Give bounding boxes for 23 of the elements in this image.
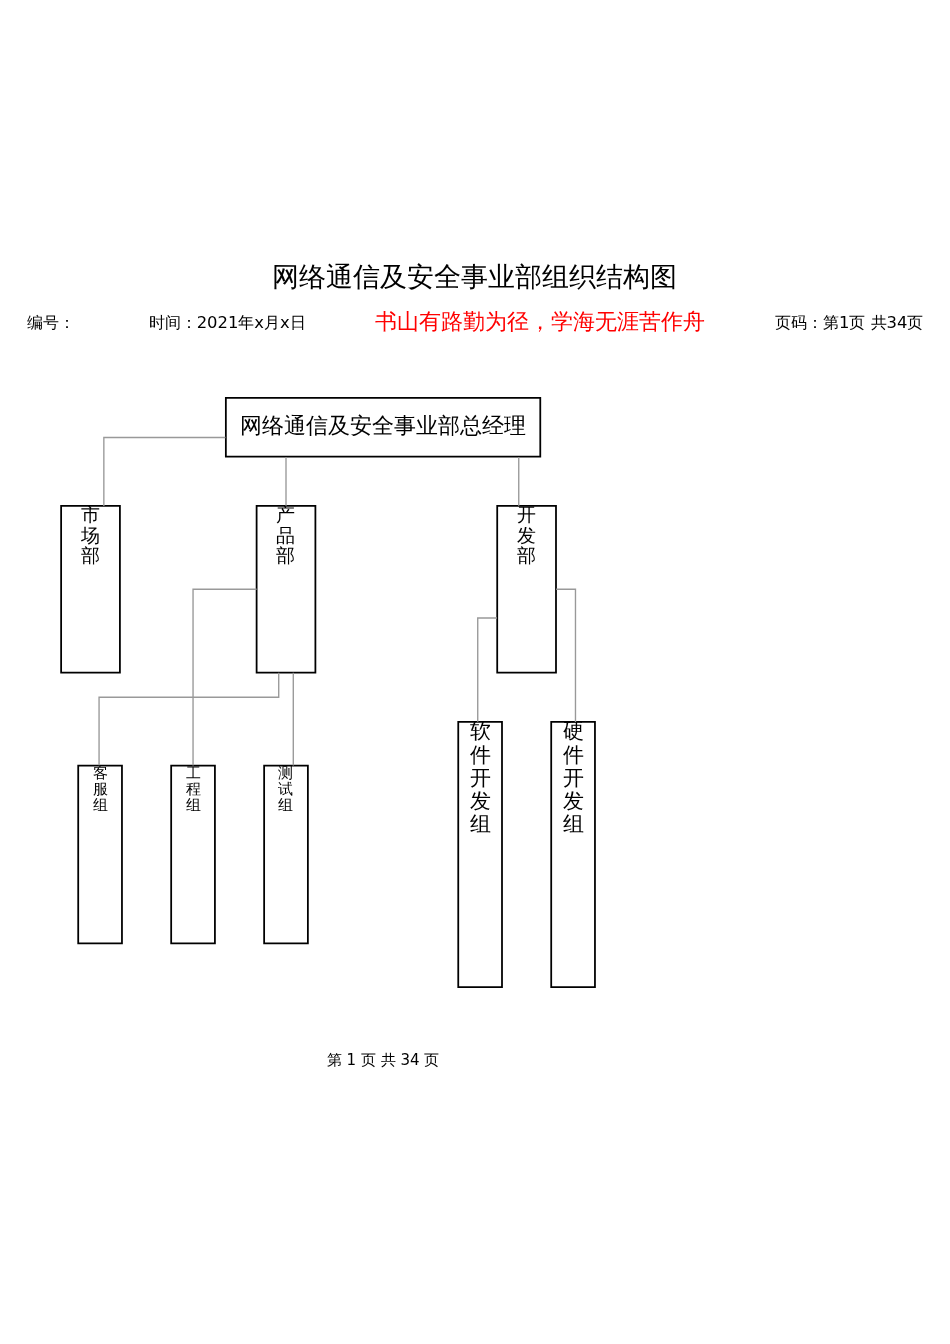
node-box: 网络通信及安全事业部总经理 <box>224 397 542 458</box>
connector <box>103 436 227 507</box>
label: 书山有路勤为径，学海无涯苦作舟 <box>375 309 706 335</box>
diagram-title: 网络通信及安全事业部组织结构图 <box>272 260 678 292</box>
connector <box>192 588 258 767</box>
node-box: 开发部 <box>496 505 557 674</box>
node-box: 硬件开发组 <box>550 721 596 988</box>
node-box: 客服组 <box>77 764 123 945</box>
label: 第 1 页 共 34 页 <box>326 1050 440 1069</box>
connector <box>98 672 280 766</box>
connector <box>477 617 498 723</box>
label: 页码：第1页 共34页 <box>774 313 924 333</box>
connector <box>292 672 294 767</box>
label: 时间：2021年x月x日 <box>148 313 306 333</box>
node-box: 工程组 <box>170 764 216 945</box>
connector <box>285 456 287 507</box>
node-box: 市场部 <box>60 505 121 674</box>
node-box: 测试组 <box>263 764 309 945</box>
node-box: 产品部 <box>255 505 317 674</box>
label: 编号： <box>26 313 75 333</box>
node-box: 软件开发组 <box>457 721 503 988</box>
connector <box>555 588 577 723</box>
connector <box>518 456 520 507</box>
